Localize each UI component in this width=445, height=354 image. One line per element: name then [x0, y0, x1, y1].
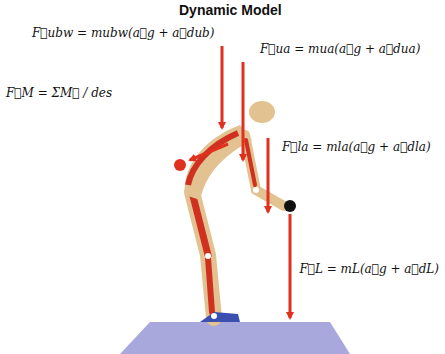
- load: [284, 200, 296, 212]
- thigh-muscle: [192, 192, 208, 255]
- force-arrow: [267, 138, 270, 212]
- foot: [200, 312, 240, 322]
- force-equation: F⃗M = ΣM⃗ / des: [4, 86, 114, 100]
- force-equation: F⃗ua = mua(a⃗g + a⃗dua): [258, 42, 422, 56]
- moment-point: [174, 159, 186, 171]
- force-equation: F⃗L = mL(a⃗g + a⃗dL): [297, 262, 441, 276]
- calf-muscle: [208, 258, 212, 312]
- force-equation: F⃗ubw = mubw(a⃗g + a⃗dub): [30, 26, 216, 40]
- arm-muscle: [246, 140, 255, 185]
- diagram-title: Dynamic Model: [179, 2, 282, 18]
- leg: [192, 192, 214, 318]
- force-arrow: [190, 144, 228, 160]
- arm: [245, 135, 284, 206]
- force-arrow: [242, 62, 245, 160]
- joint: [205, 253, 211, 259]
- head: [249, 101, 275, 123]
- platform: [120, 322, 350, 354]
- force-arrow: [221, 46, 224, 128]
- force-equation: F⃗la = mla(a⃗g + a⃗dla): [280, 140, 433, 154]
- force-arrow: [289, 214, 292, 318]
- back-muscle: [188, 133, 238, 185]
- joint: [211, 313, 217, 319]
- joint: [253, 187, 259, 193]
